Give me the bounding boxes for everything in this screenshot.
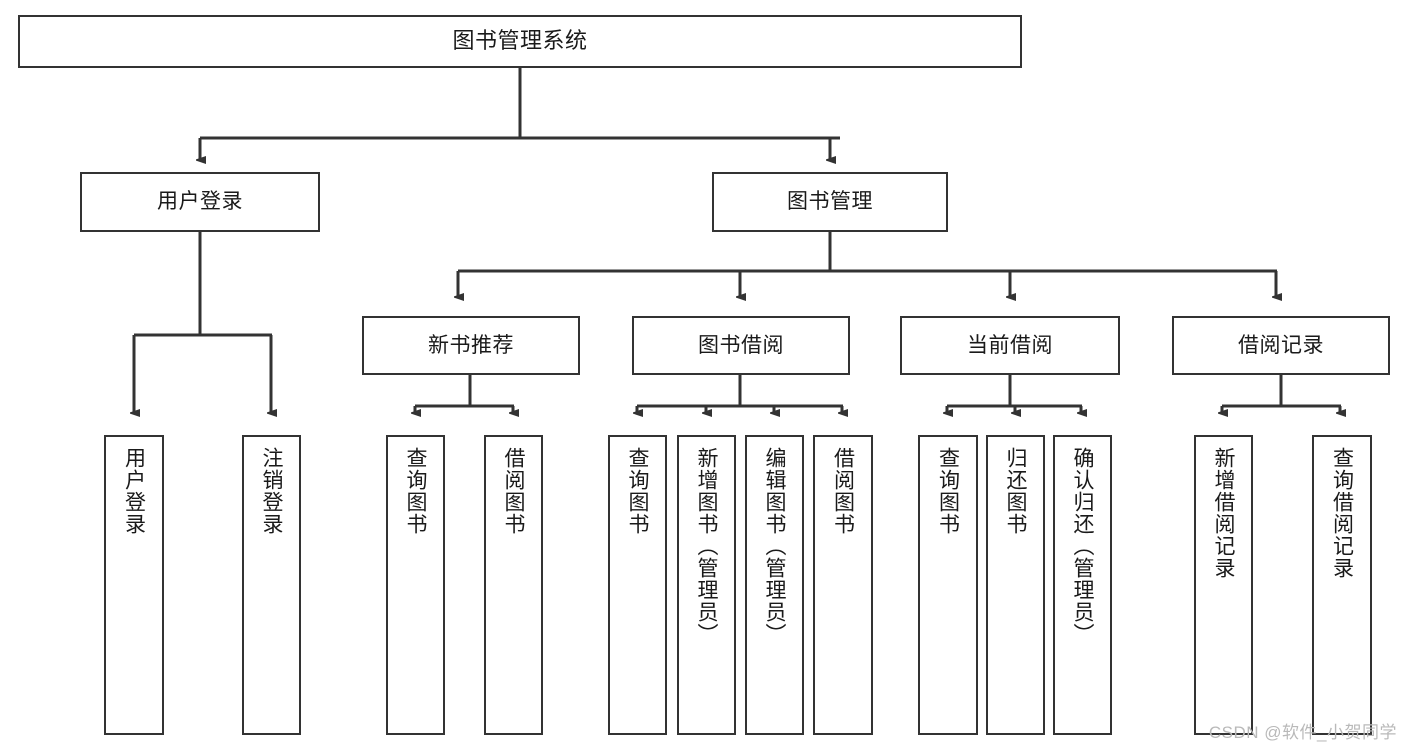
node-leaf-borrow-book-2-label: 借阅图书 [831,447,855,535]
node-leaf-query-book-3-label: 查询图书 [936,447,960,535]
node-leaf-query-record-label: 查询借阅记录 [1330,447,1354,579]
node-leaf-confirm-return[interactable]: 确认归还（管理员） [1053,435,1112,735]
node-borrow-record-label: 借阅记录 [1238,333,1324,357]
node-leaf-logout[interactable]: 注销登录 [242,435,301,735]
csdn-watermark: CSDN @软件_小贺同学 [1208,723,1397,742]
node-leaf-add-book-label: 新增图书（管理员） [695,447,718,645]
node-leaf-borrow-book-1-label: 借阅图书 [502,447,525,535]
node-new-book-recommend-label: 新书推荐 [428,333,514,357]
node-leaf-query-book-2-label: 查询图书 [626,447,649,535]
node-book-borrow[interactable]: 图书借阅 [632,316,850,375]
node-leaf-query-book-1-label: 查询图书 [404,447,427,535]
node-leaf-add-book[interactable]: 新增图书（管理员） [677,435,736,735]
node-leaf-user-login-label: 用户登录 [122,447,146,535]
node-user-login[interactable]: 用户登录 [80,172,320,232]
node-leaf-user-login[interactable]: 用户登录 [104,435,164,735]
node-book-borrow-label: 图书借阅 [698,333,784,357]
node-leaf-logout-label: 注销登录 [260,447,283,535]
node-leaf-query-record[interactable]: 查询借阅记录 [1312,435,1372,735]
node-leaf-add-record-label: 新增借阅记录 [1212,447,1235,579]
node-borrow-record[interactable]: 借阅记录 [1172,316,1390,375]
node-leaf-query-book-3[interactable]: 查询图书 [918,435,978,735]
node-current-borrow[interactable]: 当前借阅 [900,316,1120,375]
node-user-login-label: 用户登录 [157,190,243,214]
node-leaf-query-book-2[interactable]: 查询图书 [608,435,667,735]
node-leaf-query-book-1[interactable]: 查询图书 [386,435,445,735]
node-book-management-label: 图书管理 [787,190,873,214]
node-leaf-confirm-return-label: 确认归还（管理员） [1071,447,1094,645]
node-current-borrow-label: 当前借阅 [967,333,1053,357]
node-leaf-return-book[interactable]: 归还图书 [986,435,1045,735]
node-leaf-borrow-book-2[interactable]: 借阅图书 [813,435,873,735]
node-root-label: 图书管理系统 [452,28,588,54]
node-leaf-borrow-book-1[interactable]: 借阅图书 [484,435,543,735]
node-leaf-edit-book[interactable]: 编辑图书（管理员） [745,435,804,735]
node-book-management[interactable]: 图书管理 [712,172,948,232]
node-new-book-recommend[interactable]: 新书推荐 [362,316,580,375]
node-leaf-edit-book-label: 编辑图书（管理员） [763,447,786,645]
node-leaf-return-book-label: 归还图书 [1004,447,1027,535]
node-root[interactable]: 图书管理系统 [18,15,1022,68]
node-leaf-add-record[interactable]: 新增借阅记录 [1194,435,1253,735]
